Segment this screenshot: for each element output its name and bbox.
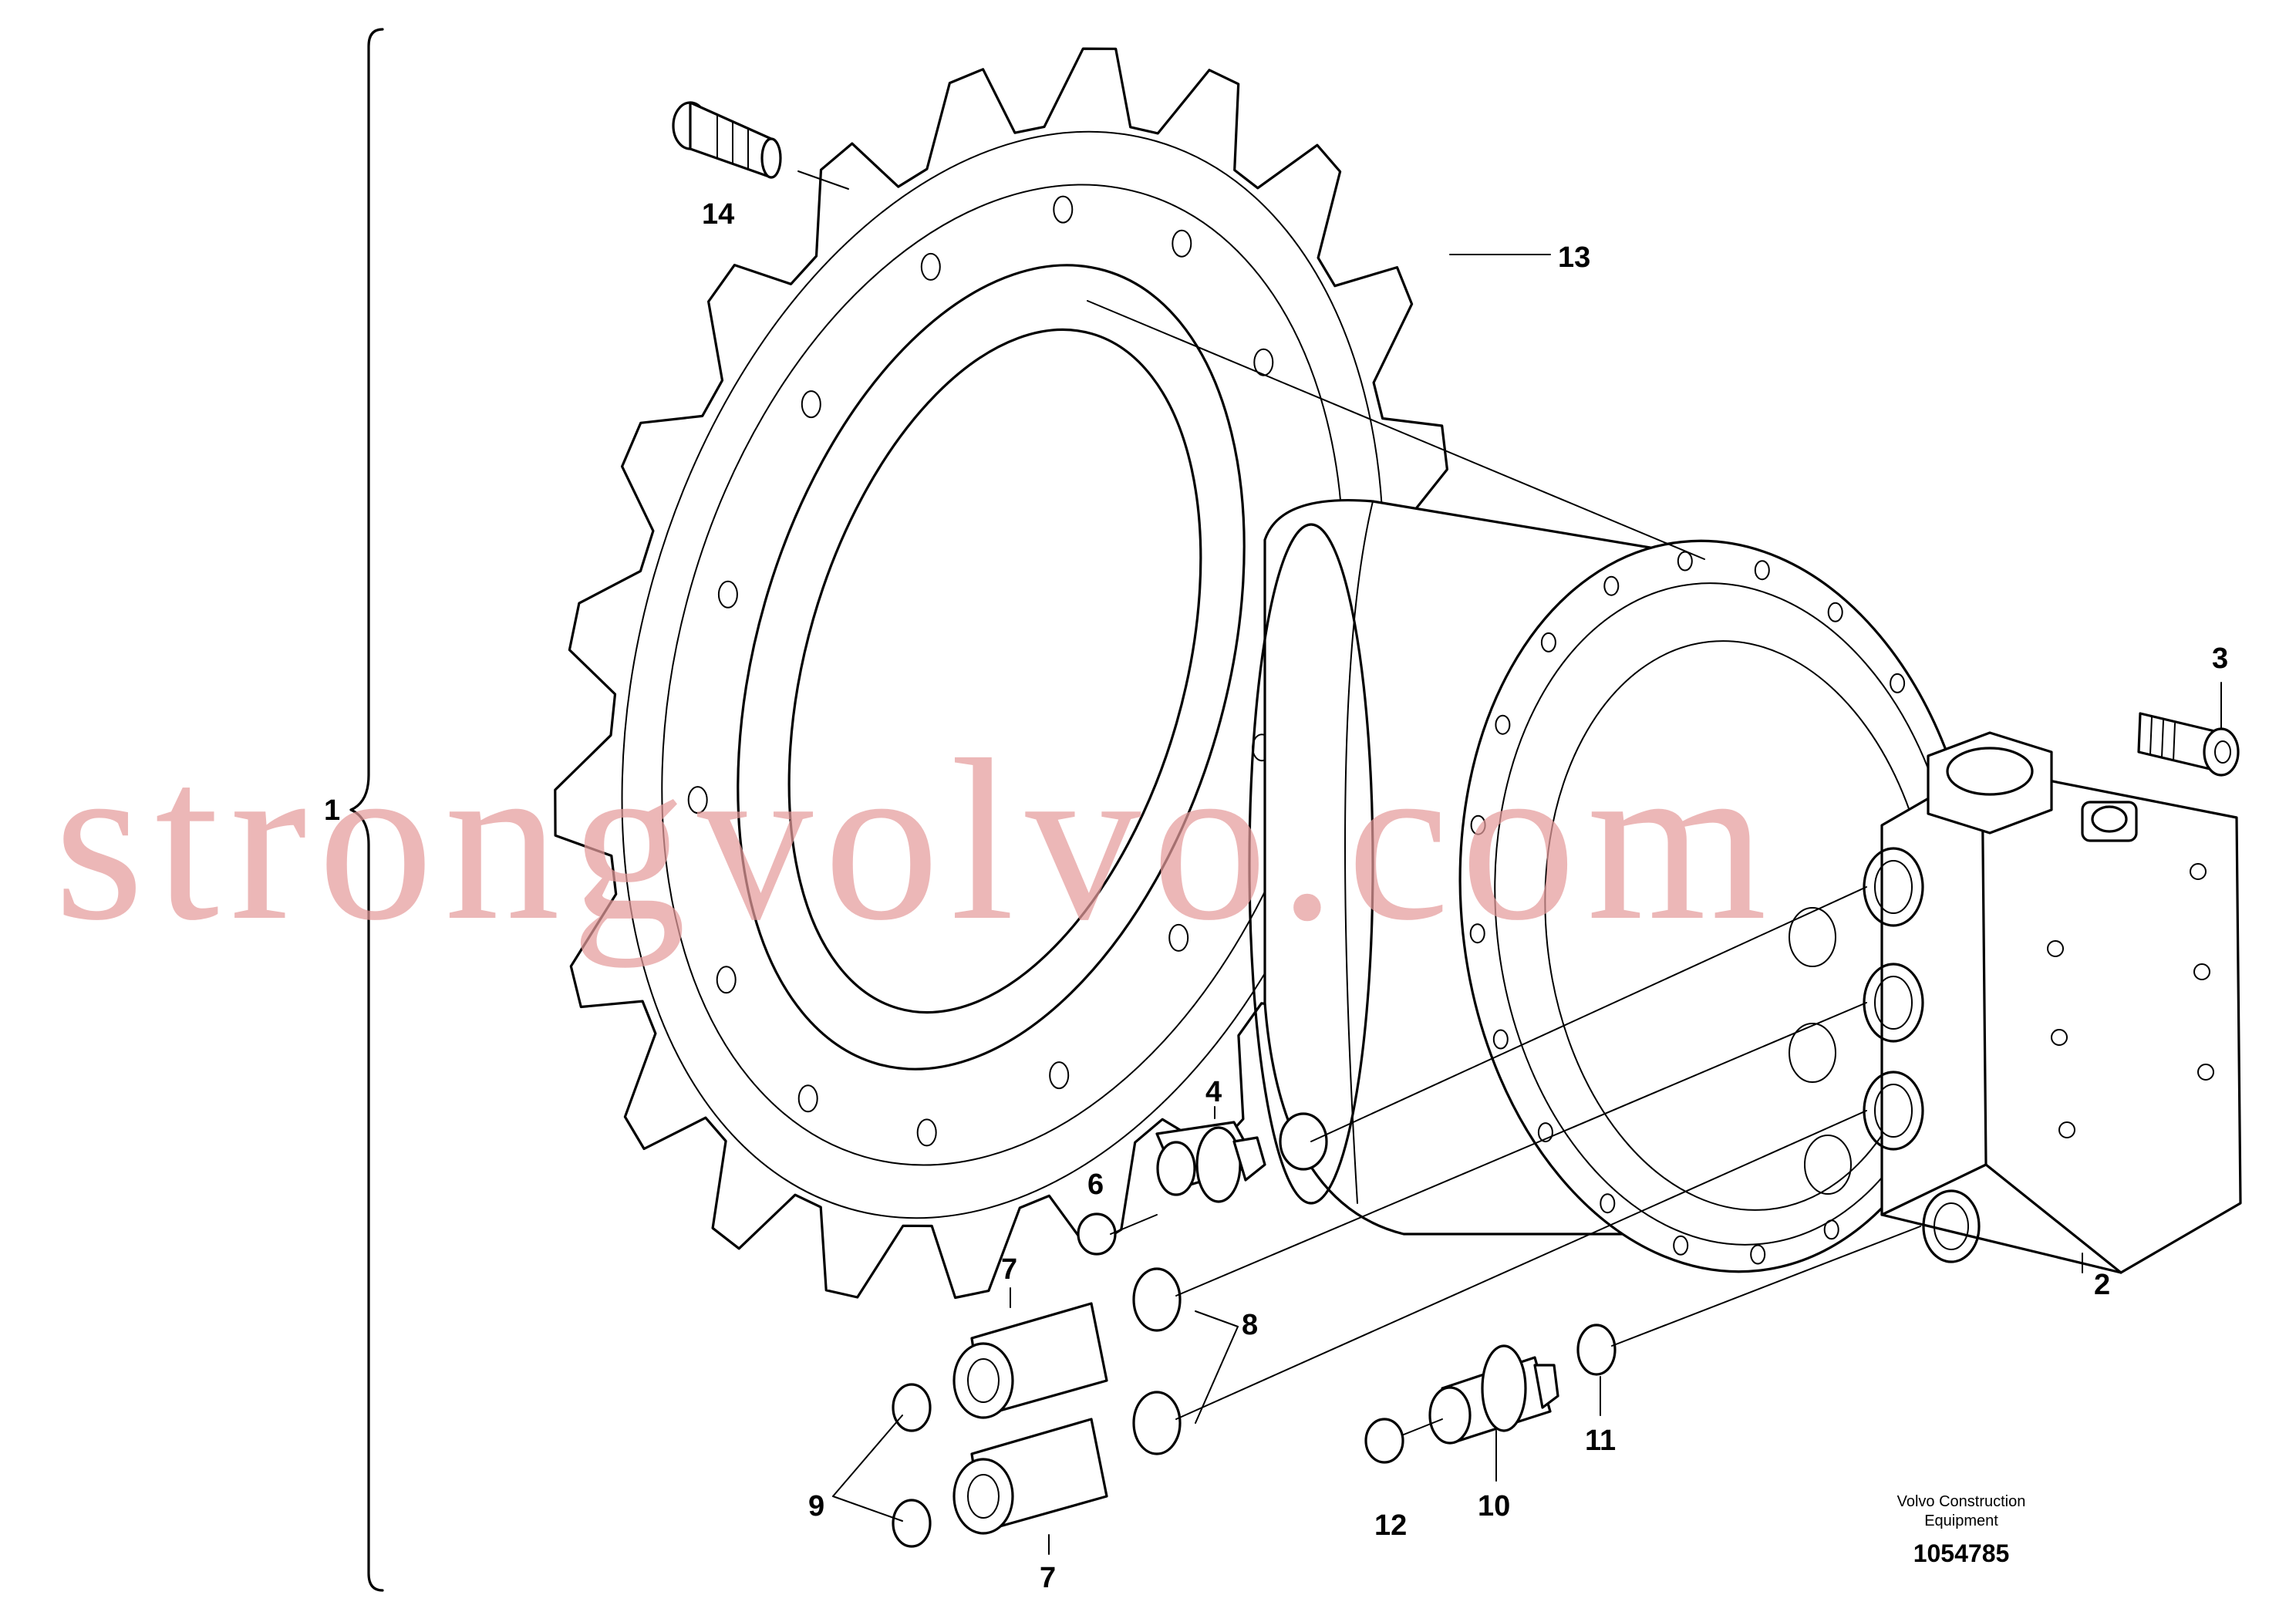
callout-7-lower: 7 bbox=[1040, 1562, 1056, 1594]
leader-lines bbox=[797, 170, 2222, 1555]
callout-10: 10 bbox=[1478, 1490, 1510, 1523]
callout-12: 12 bbox=[1374, 1509, 1407, 1542]
watermark: strongvolvo.com bbox=[54, 712, 1778, 969]
hub-bolt-hole bbox=[1890, 673, 1906, 693]
fitting-7-upper bbox=[952, 1302, 1108, 1419]
callout-3: 3 bbox=[2212, 642, 2228, 675]
hub-bolt-hole bbox=[1537, 1122, 1553, 1143]
sprocket-bolt-hole bbox=[1053, 195, 1074, 224]
sprocket-bolt-hole bbox=[716, 966, 737, 994]
callout-8: 8 bbox=[1242, 1309, 1258, 1341]
hub-bolt-hole bbox=[1492, 1029, 1509, 1050]
sprocket-bolt-hole bbox=[717, 580, 738, 609]
callout-7-upper: 7 bbox=[1001, 1253, 1017, 1286]
sprocket-bolt-holes bbox=[687, 195, 1303, 1147]
hub-bolt-hole bbox=[1540, 632, 1556, 653]
callout-4: 4 bbox=[1205, 1076, 1222, 1108]
final-drive-hub bbox=[1248, 498, 1981, 1273]
callout-11: 11 bbox=[1585, 1425, 1616, 1457]
o-ring-9-upper bbox=[892, 1383, 932, 1432]
motor-valve-block bbox=[1789, 731, 2242, 1274]
hub-bolt-hole bbox=[1600, 1193, 1616, 1214]
hub-bolt-hole bbox=[1673, 1235, 1689, 1256]
hub-bolt-hole bbox=[1469, 923, 1485, 944]
sprocket-bolt-hole bbox=[1168, 923, 1189, 952]
callout-13: 13 bbox=[1558, 241, 1590, 274]
callout-1: 1 bbox=[324, 794, 340, 827]
o-ring-11 bbox=[1576, 1324, 1617, 1376]
hub-bolt-holes bbox=[1469, 551, 1906, 1265]
callout-6: 6 bbox=[1087, 1168, 1104, 1201]
sprocket-bolt-hole bbox=[687, 786, 708, 814]
callout-9: 9 bbox=[808, 1490, 824, 1523]
o-ring-8-upper bbox=[1132, 1267, 1182, 1332]
hub-bolt-hole bbox=[1754, 560, 1770, 581]
o-ring-9-lower bbox=[892, 1499, 932, 1548]
sprocket-bolt-hole bbox=[1253, 348, 1274, 376]
credit-line-1: Volvo Construction bbox=[1897, 1493, 2026, 1510]
hub-bolt-hole bbox=[1827, 602, 1843, 622]
hub-bolt-hole bbox=[1470, 814, 1486, 835]
callout-2: 2 bbox=[2094, 1269, 2110, 1301]
fitting-7-lower bbox=[952, 1418, 1108, 1535]
credit-line-2: Equipment bbox=[1924, 1512, 1998, 1529]
hub-bolt-hole bbox=[1750, 1244, 1766, 1265]
sprocket-bolt-hole bbox=[1172, 229, 1192, 258]
sprocket-bolt-hole bbox=[1049, 1061, 1070, 1090]
sprocket-bolt-hole bbox=[916, 1118, 937, 1147]
callout-14: 14 bbox=[702, 198, 734, 231]
fitting-10 bbox=[1428, 1344, 1559, 1445]
sprocket-bolt-hole bbox=[920, 252, 941, 281]
sprocket-bolt-hole bbox=[797, 1084, 818, 1113]
o-ring-8-lower bbox=[1132, 1391, 1182, 1455]
part-number: 1054785 bbox=[1913, 1539, 2010, 1567]
hub-bolt-hole bbox=[1823, 1219, 1839, 1240]
cap-screw-3 bbox=[2137, 712, 2240, 777]
assembly-bracket bbox=[349, 28, 384, 1592]
o-ring-12 bbox=[1364, 1418, 1404, 1464]
o-ring-6 bbox=[1077, 1212, 1117, 1256]
fitting-4 bbox=[1155, 1121, 1266, 1203]
cap-screw-14 bbox=[672, 101, 782, 179]
hub-bolt-hole bbox=[1603, 575, 1620, 596]
o-ring-4-seal bbox=[1279, 1112, 1328, 1171]
sprocket-bolt-hole bbox=[801, 390, 821, 419]
hub-bolt-hole bbox=[1495, 714, 1511, 735]
